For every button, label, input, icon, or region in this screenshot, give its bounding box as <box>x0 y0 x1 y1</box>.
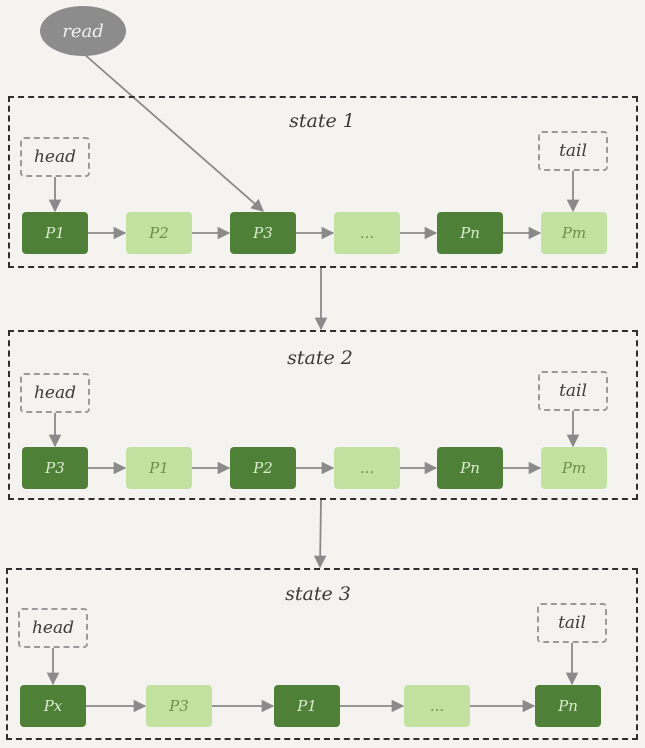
state-2-page-6: Pm <box>541 447 607 489</box>
state-2-page-1: P3 <box>22 447 88 489</box>
state-1-page-6: Pm <box>541 212 607 254</box>
state-3-page-3: P1 <box>274 685 340 727</box>
state-1-page-3: P3 <box>230 212 296 254</box>
state-2-page-5: Pn <box>437 447 503 489</box>
state-3-frame <box>6 568 638 740</box>
transition-arrow-2-3 <box>313 499 327 569</box>
state-1-page-1: P1 <box>22 212 88 254</box>
state-3-tail-pointer: tail <box>537 603 607 643</box>
read-node: read <box>40 6 126 56</box>
state-2-page-2: P1 <box>126 447 192 489</box>
state-3-page-1: Px <box>20 685 86 727</box>
state-3-head-pointer: head <box>18 608 88 648</box>
state-2-label: state 2 <box>287 347 353 369</box>
state-1-head-pointer: head <box>20 137 90 177</box>
state-2-page-4: ... <box>334 447 400 489</box>
state-2-tail-pointer: tail <box>538 371 608 411</box>
state-3-page-2: P3 <box>146 685 212 727</box>
state-1-frame <box>8 96 638 268</box>
state-1-label: state 1 <box>289 110 355 132</box>
read-label: read <box>62 20 104 42</box>
state-2-page-3: P2 <box>230 447 296 489</box>
state-3-page-4: ... <box>404 685 470 727</box>
state-3-page-5: Pn <box>535 685 601 727</box>
state-1-tail-pointer: tail <box>538 131 608 171</box>
state-2-frame <box>8 330 638 500</box>
state-1-page-2: P2 <box>126 212 192 254</box>
state-1-page-5: Pn <box>437 212 503 254</box>
state-1-page-4: ... <box>334 212 400 254</box>
state-2-head-pointer: head <box>20 373 90 413</box>
state-3-label: state 3 <box>285 583 351 605</box>
